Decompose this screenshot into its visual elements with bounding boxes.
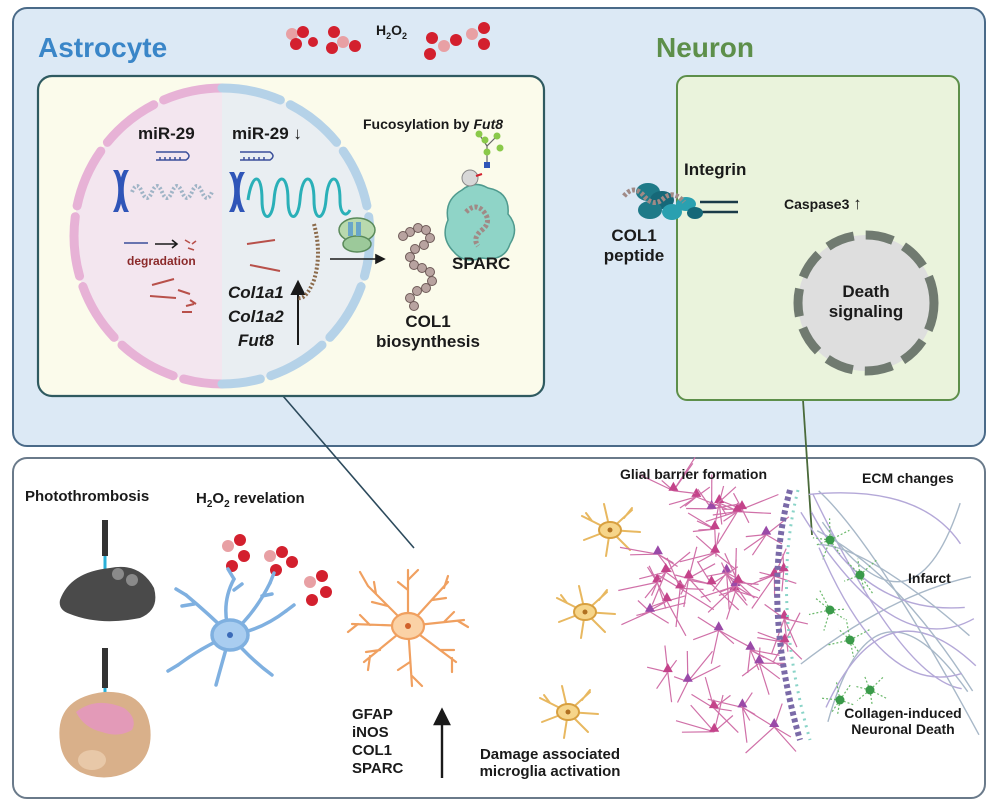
astrocyte-title: Astrocyte [38, 32, 168, 63]
sparc-protein-icon [444, 130, 516, 261]
mir29-right-label: miR-29 ↓ [232, 124, 302, 143]
monkey-icon [59, 648, 151, 778]
translated-mrna-icon [297, 223, 320, 301]
sparc-label: SPARC [452, 254, 511, 273]
microglia-icons [539, 503, 641, 739]
dna-strand-left-icon [130, 184, 214, 200]
gene-col1a1: Col1a1 [228, 283, 284, 302]
up-arrow-icon [290, 279, 306, 345]
glial-barrier-label: Glial barrier formation [620, 466, 768, 482]
ecm-fibers-icon [800, 490, 980, 736]
marker-sparc: SPARC [352, 760, 404, 777]
mirna-right-icon [240, 151, 274, 161]
chromosome-right-icon [229, 172, 245, 212]
mirna-left-icon [156, 151, 190, 161]
infarct-neurons-icon [808, 518, 887, 716]
nuclear-envelope-left [69, 83, 227, 389]
marker-col1: COL1 [352, 742, 393, 759]
caspase-up-arrow-icon: ↑ [853, 194, 862, 213]
infarct-label: Infarct [908, 570, 951, 586]
degradation-label: degradation [127, 254, 196, 268]
chromosome-left-icon [113, 170, 129, 212]
neuron-title: Neuron [656, 32, 754, 63]
integrin-label: Integrin [684, 160, 747, 179]
marker-inos: iNOS [352, 724, 389, 741]
gene-fut8: Fut8 [238, 331, 274, 350]
dna-coil-right-icon [246, 177, 352, 218]
gene-col1a2: Col1a2 [228, 307, 284, 326]
col1-chain-icon [398, 223, 437, 311]
glial-barrier-cells-icon [618, 456, 812, 754]
mouse-icon [59, 520, 156, 622]
marker-gfap: GFAP [352, 706, 393, 723]
h2o2-label-top: H2O2 [376, 22, 408, 41]
reactive-astrocyte-icon [346, 568, 470, 688]
marker-list: GFAP iNOS COL1 SPARC [352, 706, 403, 778]
photothrombosis-label: Photothrombosis [25, 488, 150, 505]
resting-astrocyte-icon [166, 567, 296, 687]
mir29-left-label: miR-29 [138, 124, 195, 143]
connector-line-astrocyte [282, 395, 415, 549]
ecm-changes-label: ECM changes [862, 470, 954, 486]
integrin-receptor-icon [622, 183, 738, 220]
caspase3-label: Caspase3 ↑ [784, 194, 862, 213]
ribosome-icon [338, 217, 376, 253]
translation-arrow-icon [330, 253, 386, 265]
ros-molecules-top-icon [286, 22, 490, 60]
bottom-panel [12, 457, 986, 799]
upregulation-arrow-icon [433, 707, 451, 778]
mrna-fragments-icon [149, 239, 281, 313]
fucosylation-label: Fucosylation by Fut8 [363, 116, 504, 132]
down-arrow-icon: ↓ [293, 124, 302, 143]
degradation-icon [124, 239, 197, 251]
death-signaling-circle [793, 230, 939, 376]
connector-line-neuron [802, 399, 813, 536]
h2o2-revelation-label: H2O2 revelation [196, 490, 305, 510]
